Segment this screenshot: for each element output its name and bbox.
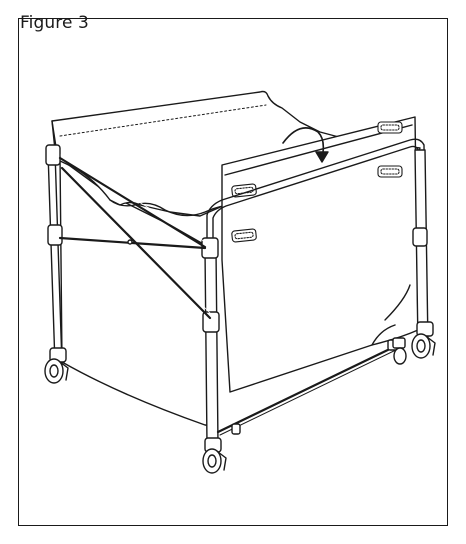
caster-back-mid	[392, 337, 407, 365]
figure-label: Figure 3	[20, 13, 89, 33]
caster-back-right	[411, 321, 436, 359]
curved-arrow-down-icon	[282, 127, 329, 163]
front-frame-rail	[206, 138, 427, 341]
right-post	[412, 149, 429, 346]
caster-front-left	[44, 347, 69, 384]
handle-patches	[231, 121, 403, 243]
cross-braces	[58, 154, 212, 320]
caster-center	[202, 437, 227, 474]
